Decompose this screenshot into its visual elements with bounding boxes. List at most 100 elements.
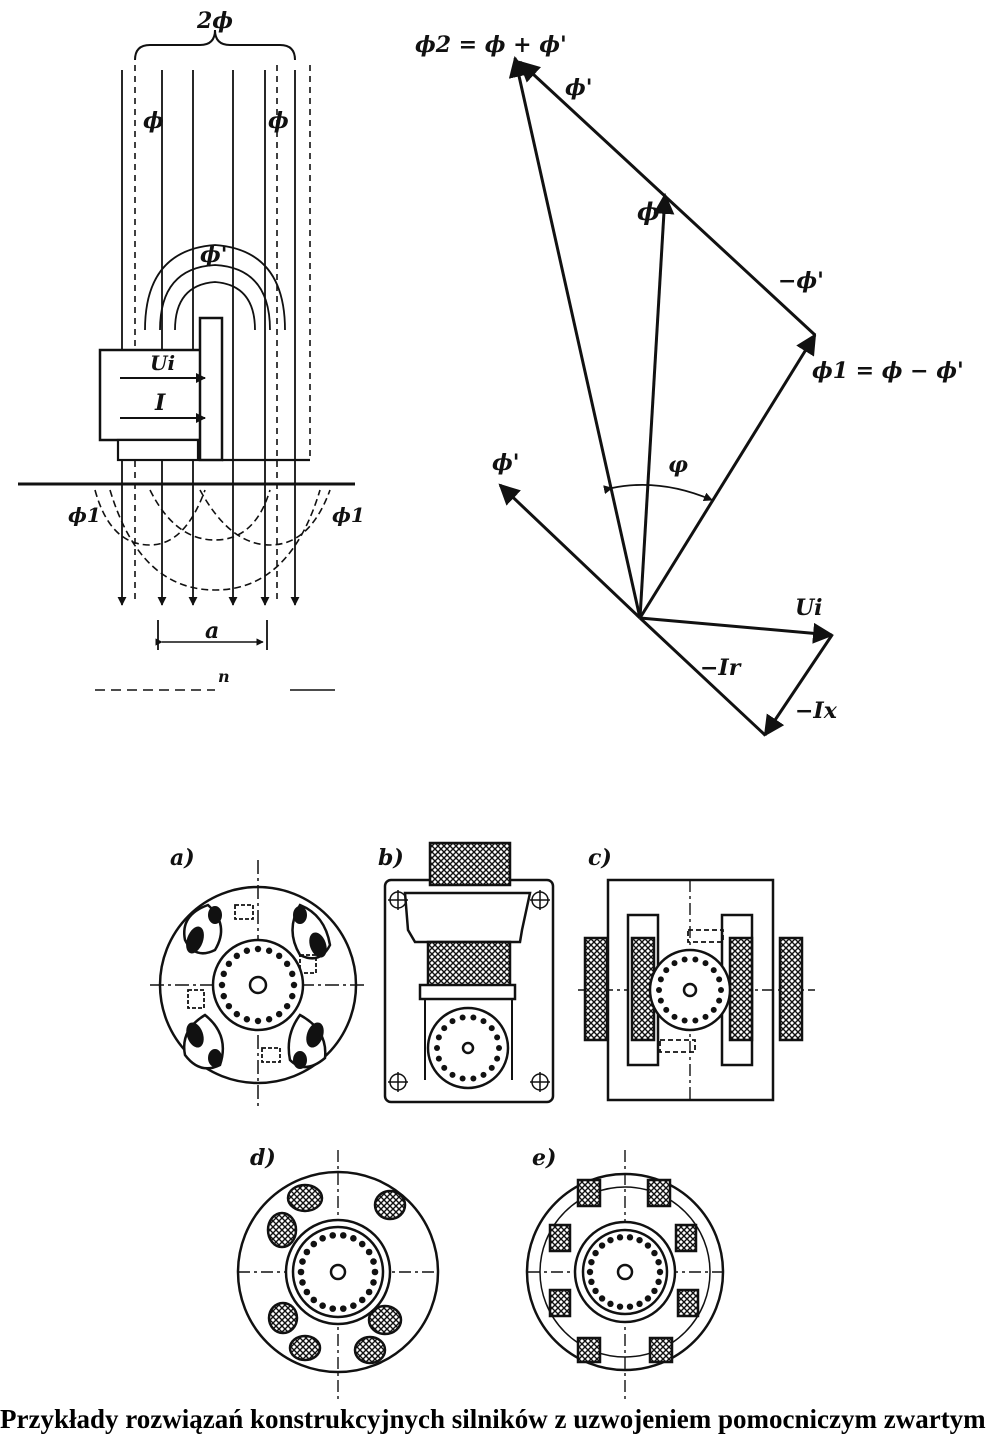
rotor-bar xyxy=(350,1302,357,1309)
rotor-bar xyxy=(283,960,291,968)
rotor-bar xyxy=(644,1242,652,1249)
rotor-bar xyxy=(220,970,227,978)
rotor-bar xyxy=(275,952,283,960)
label-phi1-right: ϕ1 xyxy=(332,503,365,527)
rotor-bar xyxy=(480,1071,487,1078)
panel-a-label: a) xyxy=(170,845,195,871)
phasor-ix xyxy=(763,634,834,737)
rotor-bar xyxy=(681,956,688,963)
rotor-bar xyxy=(329,1232,337,1239)
rotor-bar xyxy=(449,1071,456,1078)
rotor-bar xyxy=(339,1305,347,1312)
label-ui: Ui xyxy=(795,595,823,621)
shading-ring xyxy=(198,316,224,462)
rotor-bar xyxy=(671,960,678,967)
rotor-bar xyxy=(657,997,664,1004)
rotor-bar xyxy=(358,1240,366,1248)
rotor-bar xyxy=(655,1278,662,1286)
rotor-bar xyxy=(434,1045,440,1051)
label-minus-phi-prime: −ϕ' xyxy=(778,268,824,294)
rotor-bar xyxy=(588,1278,595,1286)
rotor-bar xyxy=(651,1249,658,1257)
rotor-bar xyxy=(283,1002,291,1010)
rotor-bar xyxy=(289,992,296,1000)
rotor-bar xyxy=(370,1279,377,1286)
rotor-bar xyxy=(657,976,664,983)
label-phi2: ϕ2 = ϕ + ϕ' xyxy=(415,32,567,58)
rotor-bar xyxy=(350,1235,357,1242)
rotor-bar xyxy=(494,1055,501,1062)
rotor-bar xyxy=(435,1034,442,1041)
rotor-bar xyxy=(303,1288,311,1296)
label-ui-pole: Ui xyxy=(150,351,175,375)
label-n: n xyxy=(218,667,230,686)
rotor-bar xyxy=(626,1234,634,1241)
label-ir: −Ir xyxy=(700,655,742,681)
rotor-bar xyxy=(636,1300,643,1308)
rotor-bar xyxy=(710,967,717,974)
flux-diagram xyxy=(18,29,355,691)
rotor-bar xyxy=(681,1017,688,1024)
rotor-bar xyxy=(243,947,251,954)
rotor-bar xyxy=(310,1296,318,1304)
rotor-bar xyxy=(310,1240,318,1248)
rotor-bar xyxy=(435,1055,442,1062)
rotor-bar xyxy=(218,981,226,989)
label-phi1-left: ϕ1 xyxy=(68,503,101,527)
panel-b-rotor-bars xyxy=(434,1014,502,1082)
rotor-bar xyxy=(265,947,273,954)
rotor-bar xyxy=(319,1302,326,1309)
rotor-bar xyxy=(441,1025,448,1032)
rotor-bar xyxy=(702,960,709,967)
rotor-bar xyxy=(365,1288,373,1296)
rotor-bar xyxy=(607,1236,614,1244)
rotor-bar xyxy=(592,1249,599,1257)
rotor-bar xyxy=(365,1248,373,1256)
page: 2ϕ ϕ ϕ ϕ' Ui I ϕ1 ϕ1 a n ϕ2 = ϕ + ϕ' ϕ' … xyxy=(0,8,986,1434)
phi-prime-loops xyxy=(144,244,286,331)
rotor-bar xyxy=(586,1268,594,1276)
rotor-bar xyxy=(303,1248,311,1256)
label-phi: ϕ xyxy=(637,197,660,226)
rotor-bar xyxy=(636,1236,643,1244)
rotor-bar xyxy=(692,1017,699,1024)
rotor-bar xyxy=(496,1045,502,1051)
panel-b-label: b) xyxy=(378,845,404,871)
rotor-bar xyxy=(254,1017,262,1025)
rotor-bar xyxy=(607,1300,614,1308)
phasor-phi1 xyxy=(638,333,817,619)
rotor-bar xyxy=(339,1232,347,1239)
rotor-bar xyxy=(494,1034,501,1041)
panel-d-label: d) xyxy=(250,1145,276,1171)
rotor-bar xyxy=(225,960,233,968)
rotor-bar xyxy=(319,1235,326,1242)
rotor-bar xyxy=(663,967,670,974)
rotor-bar xyxy=(299,1279,306,1286)
rotor-bar xyxy=(441,1064,448,1071)
panel-c-label: c) xyxy=(588,845,612,871)
rotor-bar xyxy=(598,1295,606,1302)
rotor-bar xyxy=(220,992,227,1000)
rotor-bar xyxy=(626,1303,634,1310)
rotor-bar xyxy=(718,987,724,993)
rotor-bar xyxy=(470,1014,477,1021)
phasor-ir xyxy=(638,616,767,737)
phi1-loops xyxy=(94,489,331,591)
label-phi-prime-top: ϕ' xyxy=(565,75,592,101)
label-2phi: 2ϕ xyxy=(196,8,233,34)
rotor-bar xyxy=(470,1075,477,1082)
label-a: a xyxy=(205,618,219,644)
rotor-bar xyxy=(233,952,241,960)
rotor-bar xyxy=(299,1258,306,1265)
rotor-bar xyxy=(265,1016,273,1023)
label-ix: −Ix xyxy=(795,698,838,724)
rotor-bar xyxy=(233,1010,241,1018)
panel-c xyxy=(578,878,815,1102)
rotor-bar xyxy=(488,1025,495,1032)
flux-lines xyxy=(117,70,300,606)
rotor-bar xyxy=(297,1268,305,1276)
rotor-bar xyxy=(692,956,699,963)
angle-arc xyxy=(603,484,713,501)
rotor-bar xyxy=(592,1287,599,1295)
phasor-phi xyxy=(638,192,675,619)
